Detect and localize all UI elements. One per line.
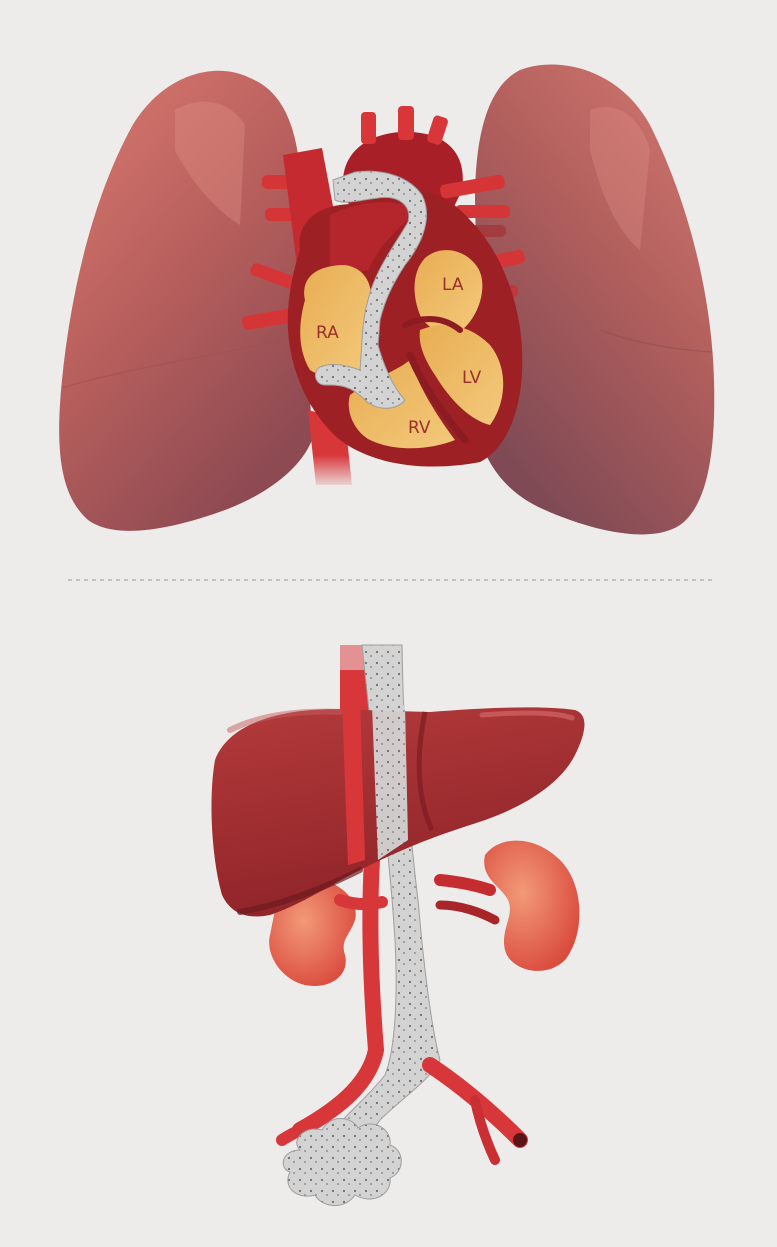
- label-la: LA: [442, 275, 464, 295]
- left-kidney: [484, 841, 579, 971]
- abdomen: [211, 640, 584, 1206]
- label-lv: LV: [462, 368, 482, 388]
- label-ra: RA: [316, 323, 339, 343]
- label-rv: RV: [408, 418, 431, 438]
